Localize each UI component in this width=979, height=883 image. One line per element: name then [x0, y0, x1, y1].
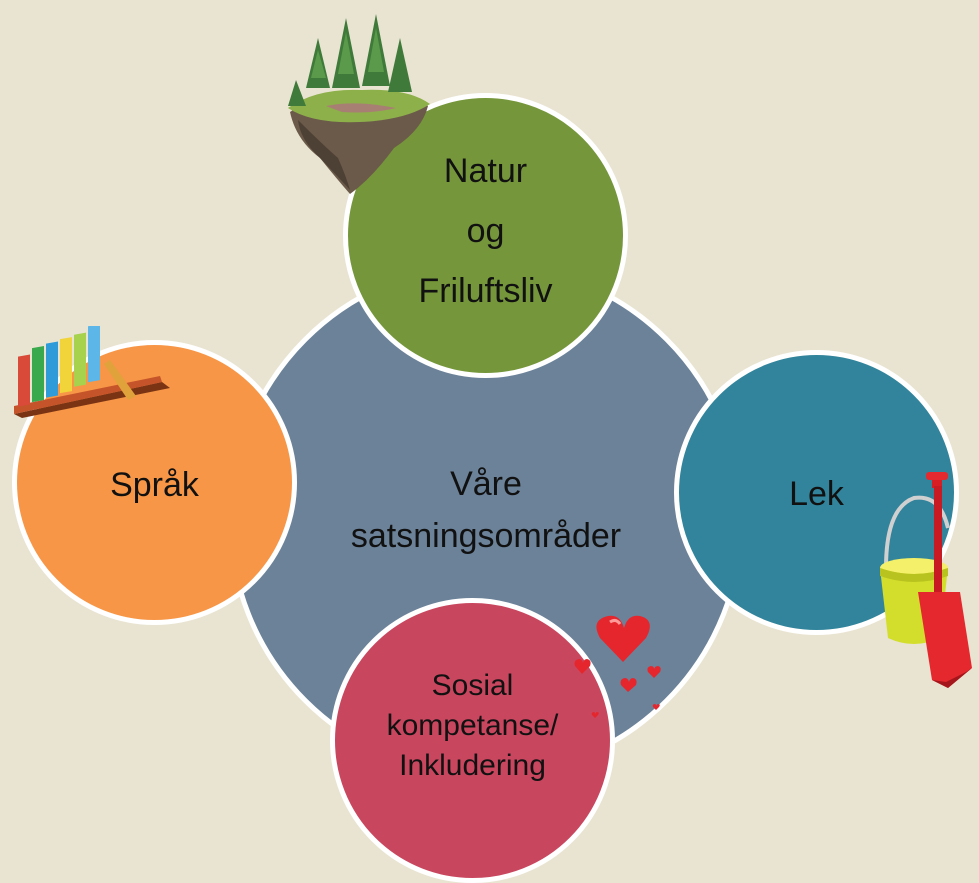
node-natur-label: Natur og Friluftsliv: [418, 141, 552, 321]
center-label: Våre satsningsområder: [351, 458, 621, 562]
node-sprak-label: Språk: [110, 466, 199, 505]
node-lek-label: Lek: [789, 475, 844, 514]
floating-island-trees-icon: [276, 8, 436, 198]
node-sosial-label: Sosial kompetanse/ Inkludering: [387, 666, 559, 786]
node-sosial-line-3: Inkludering: [399, 748, 546, 782]
node-sprak-line-1: Språk: [110, 466, 199, 504]
node-natur-line-1: Natur: [443, 151, 528, 190]
node-natur: Natur og Friluftsliv: [343, 93, 628, 378]
node-lek-line-1: Lek: [789, 475, 844, 513]
node-sosial-line-1: Sosial: [431, 668, 514, 702]
node-natur-line-2: og: [466, 211, 505, 250]
sand-bucket-shovel-icon: [874, 468, 979, 690]
node-sosial-line-2: kompetanse/: [386, 708, 559, 742]
node-sosial: Sosial kompetanse/ Inkludering: [330, 598, 615, 883]
hearts-icon: [566, 608, 670, 720]
center-label-line-1: Våre: [450, 465, 522, 503]
center-label-line-2: satsningsområder: [350, 517, 622, 555]
node-natur-line-3: Friluftsliv: [418, 271, 553, 310]
bookshelf-icon: [10, 326, 175, 418]
